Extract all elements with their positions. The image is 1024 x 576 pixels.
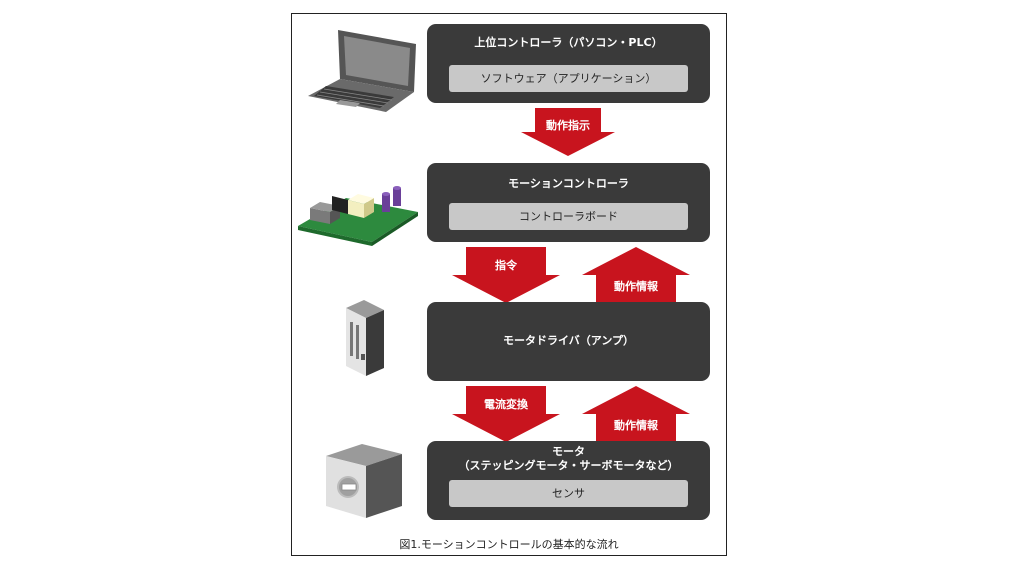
current-conversion-arrow: 電流変換 bbox=[452, 386, 560, 442]
feedback-lower-arrow: 動作情報 bbox=[582, 386, 690, 442]
motor-title: モータ bbox=[552, 445, 585, 458]
feedback-upper-arrow: 動作情報 bbox=[582, 247, 690, 303]
sensor-box: センサ bbox=[449, 480, 688, 507]
command-label: 指令 bbox=[495, 259, 517, 272]
motion-controller-block: モーションコントローラ コントローラボード bbox=[427, 163, 710, 242]
laptop-icon bbox=[306, 24, 418, 114]
host-controller-block: 上位コントローラ（パソコン・PLC） ソフトウェア（アプリケーション） bbox=[427, 24, 710, 103]
controller-board-box: コントローラボード bbox=[449, 203, 688, 230]
motion-controller-title: モーションコントローラ bbox=[508, 177, 629, 190]
command-arrow: 指令 bbox=[452, 247, 560, 303]
figure-frame: 上位コントローラ（パソコン・PLC） ソフトウェア（アプリケーション） 動作指示… bbox=[291, 13, 727, 556]
motor-driver-title: モータドライバ（アンプ） bbox=[502, 334, 634, 347]
motion-command-arrow: 動作指示 bbox=[521, 108, 615, 156]
motor-driver-block: モータドライバ（アンプ） bbox=[427, 302, 710, 381]
feedback-lower-label: 動作情報 bbox=[614, 419, 658, 432]
motion-command-label: 動作指示 bbox=[546, 119, 590, 132]
motor-block: モータ （ステッピングモータ・サーボモータなど） センサ bbox=[427, 441, 710, 520]
driver-unit-icon bbox=[340, 296, 390, 380]
current-conversion-label: 電流変換 bbox=[484, 398, 528, 411]
feedback-upper-label: 動作情報 bbox=[614, 280, 658, 293]
motor-subtitle: （ステッピングモータ・サーボモータなど） bbox=[458, 459, 679, 472]
figure-caption: 図1.モーションコントロールの基本的な流れ bbox=[399, 538, 619, 551]
stepper-motor-icon bbox=[322, 440, 404, 520]
software-box: ソフトウェア（アプリケーション） bbox=[449, 65, 688, 92]
circuit-board-icon bbox=[296, 180, 421, 250]
host-controller-title: 上位コントローラ（パソコン・PLC） bbox=[474, 36, 663, 49]
